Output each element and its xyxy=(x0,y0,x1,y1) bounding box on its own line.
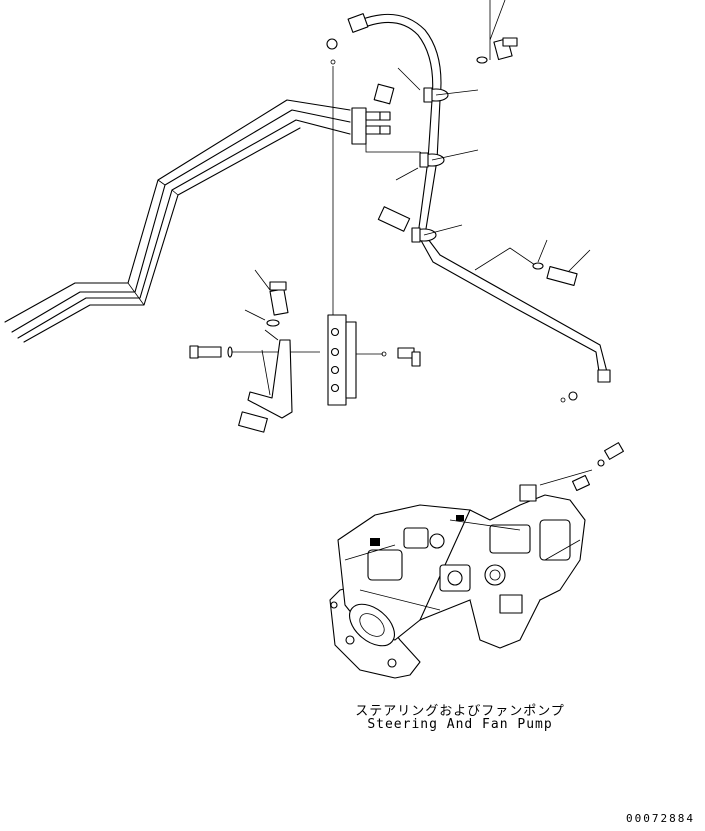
hose-clamps xyxy=(395,67,479,243)
caption-japanese: ステアリングおよびファンポンプ xyxy=(355,704,565,719)
bracket xyxy=(189,269,293,433)
left-tube-assembly xyxy=(4,99,351,343)
manifold-block xyxy=(230,314,421,406)
pump-fittings xyxy=(539,442,624,492)
top-connector-block xyxy=(351,83,431,161)
top-hose xyxy=(326,13,608,379)
mid-right-bolt xyxy=(474,239,611,403)
top-right-bolts xyxy=(377,0,518,232)
steering-fan-pump xyxy=(329,484,586,679)
drawing-number: 00072884 xyxy=(626,812,695,825)
caption-english: Steering And Fan Pump xyxy=(367,717,553,732)
